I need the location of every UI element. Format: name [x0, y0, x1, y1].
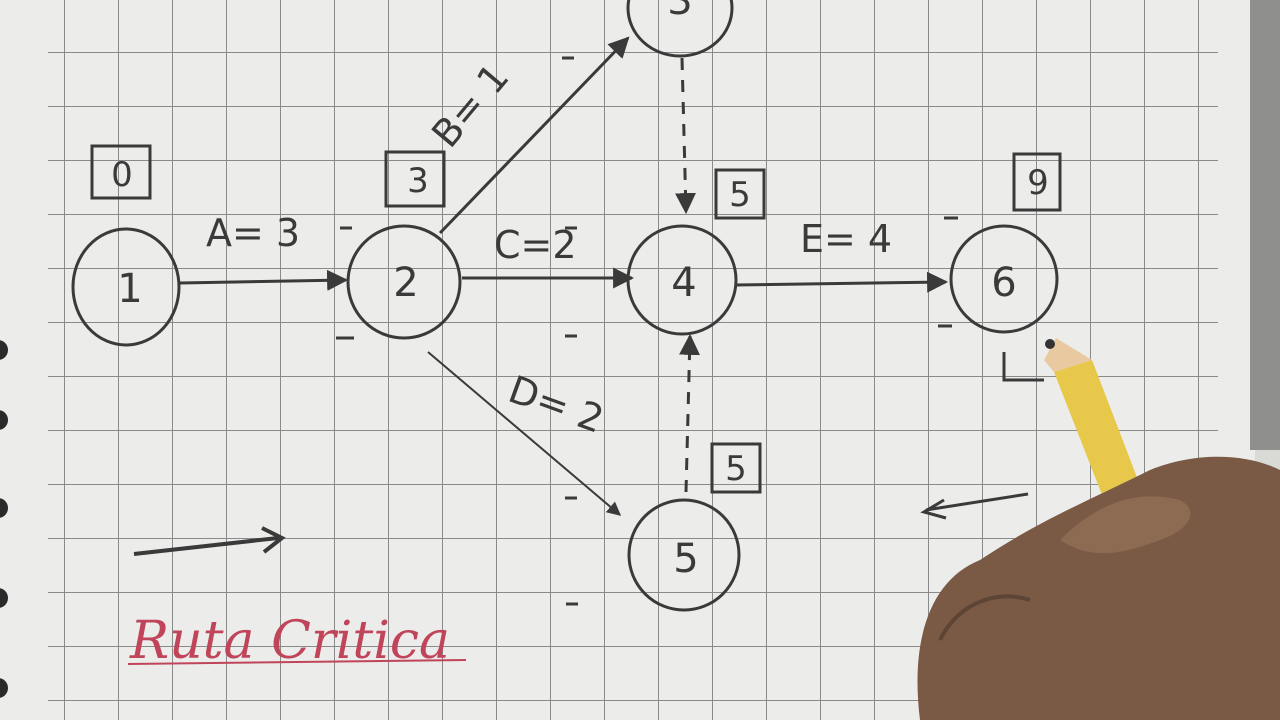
pencil-tip	[1044, 338, 1092, 372]
node-2-circle	[346, 224, 462, 340]
node-1-label: 1	[117, 266, 142, 312]
node-3-circle	[626, 0, 734, 58]
node-5-time: 5	[725, 449, 747, 489]
edge-label-c: C=2	[494, 223, 577, 267]
title-underline	[127, 659, 467, 665]
edge-label-a: A= 3	[206, 211, 300, 255]
node-3-label: 3	[667, 0, 692, 24]
node-6-time: 9	[1027, 163, 1049, 203]
notebook-rings	[0, 340, 8, 698]
sketch-arrows	[133, 352, 1044, 556]
edge-2-5	[427, 351, 622, 516]
time-boxes	[90, 144, 1062, 494]
edge-5-4-dashed	[679, 333, 701, 493]
node-1-circle	[71, 227, 181, 347]
edge-4-6	[734, 271, 949, 293]
hand-with-pencil	[917, 338, 1280, 720]
node-6-circle	[949, 224, 1059, 334]
edge-2-3	[438, 36, 630, 235]
node-5-label: 5	[673, 536, 698, 582]
nodes	[71, 0, 1059, 612]
desk-edge	[1250, 0, 1280, 450]
edges	[179, 36, 949, 516]
node-2-time: 3	[407, 161, 429, 201]
hand-shape	[917, 456, 1280, 720]
node-6-label: 6	[991, 260, 1016, 306]
node-1-time: 0	[111, 155, 133, 195]
node-2-label: 2	[393, 260, 418, 306]
node-4-label: 4	[671, 260, 696, 306]
node-4-time: 5	[729, 175, 751, 215]
node-4-circle	[626, 224, 738, 336]
edge-1-2	[179, 269, 349, 291]
tick-marks	[336, 56, 958, 606]
edge-3-4-dashed	[675, 57, 697, 215]
node-5-circle	[627, 498, 741, 612]
edge-label-e: E= 4	[800, 217, 892, 261]
